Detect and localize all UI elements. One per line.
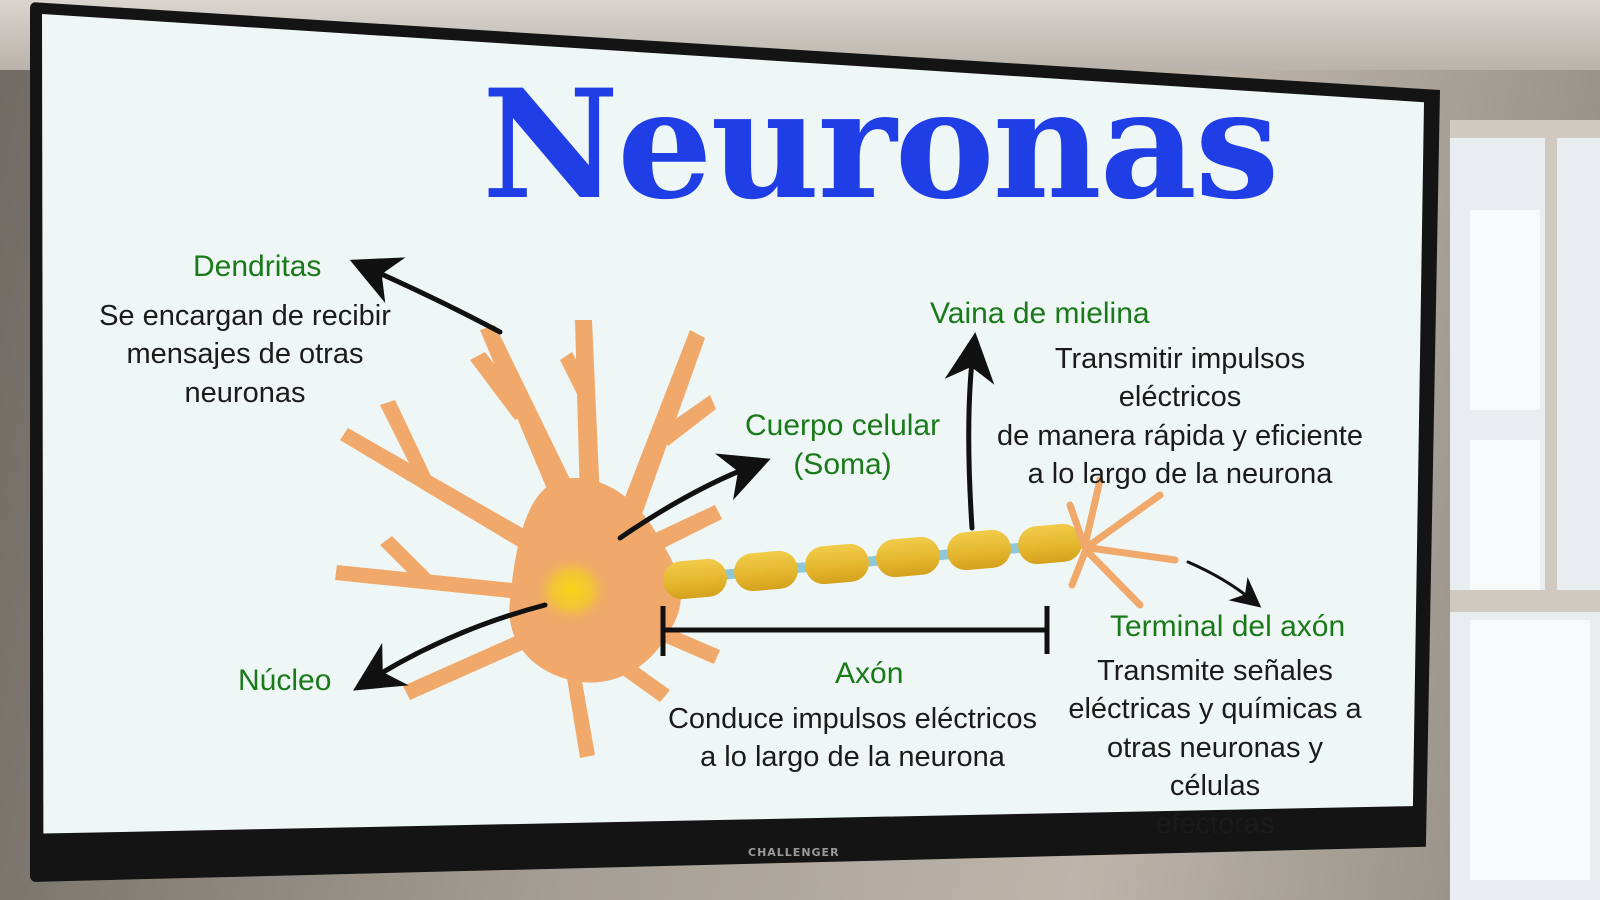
vaina-description: Transmitir impulsos eléctricos de manera… — [997, 343, 1363, 490]
terminal-label: Terminal del axón — [1110, 610, 1346, 643]
window — [1450, 120, 1600, 900]
tv-brand-logo: CHALLENGER — [748, 846, 840, 859]
dendritas-arrow — [349, 257, 503, 335]
nucleo-label: Núcleo — [238, 664, 332, 697]
axon-terminal-shape — [1066, 476, 1179, 609]
dendritas-description: Se encargan de recibir mensajes de otras… — [99, 300, 391, 409]
axon-myelin — [663, 523, 1086, 600]
cuerpo-celular-label: Cuerpo celular (Soma) — [745, 409, 941, 481]
neuron-cell-body — [335, 320, 722, 758]
vaina-arrow — [944, 332, 995, 531]
terminal-description: Transmite señales eléctricas y químicas … — [1068, 655, 1362, 841]
nucleo-arrow — [353, 602, 548, 691]
dendritas-label: Dendritas — [193, 250, 322, 283]
axon-description: Conduce impulsos eléctricos a lo largo d… — [667, 703, 1038, 774]
slide-screen — [42, 14, 1424, 834]
cuerpo-arrow — [617, 453, 771, 541]
terminal-arrow — [1186, 560, 1262, 608]
nucleus-shape — [534, 556, 610, 624]
slide-title: Neuronas — [482, 57, 1279, 233]
vaina-label: Vaina de mielina — [930, 297, 1150, 330]
axon-label: Axón — [835, 657, 904, 690]
axon-bracket — [660, 606, 1050, 656]
